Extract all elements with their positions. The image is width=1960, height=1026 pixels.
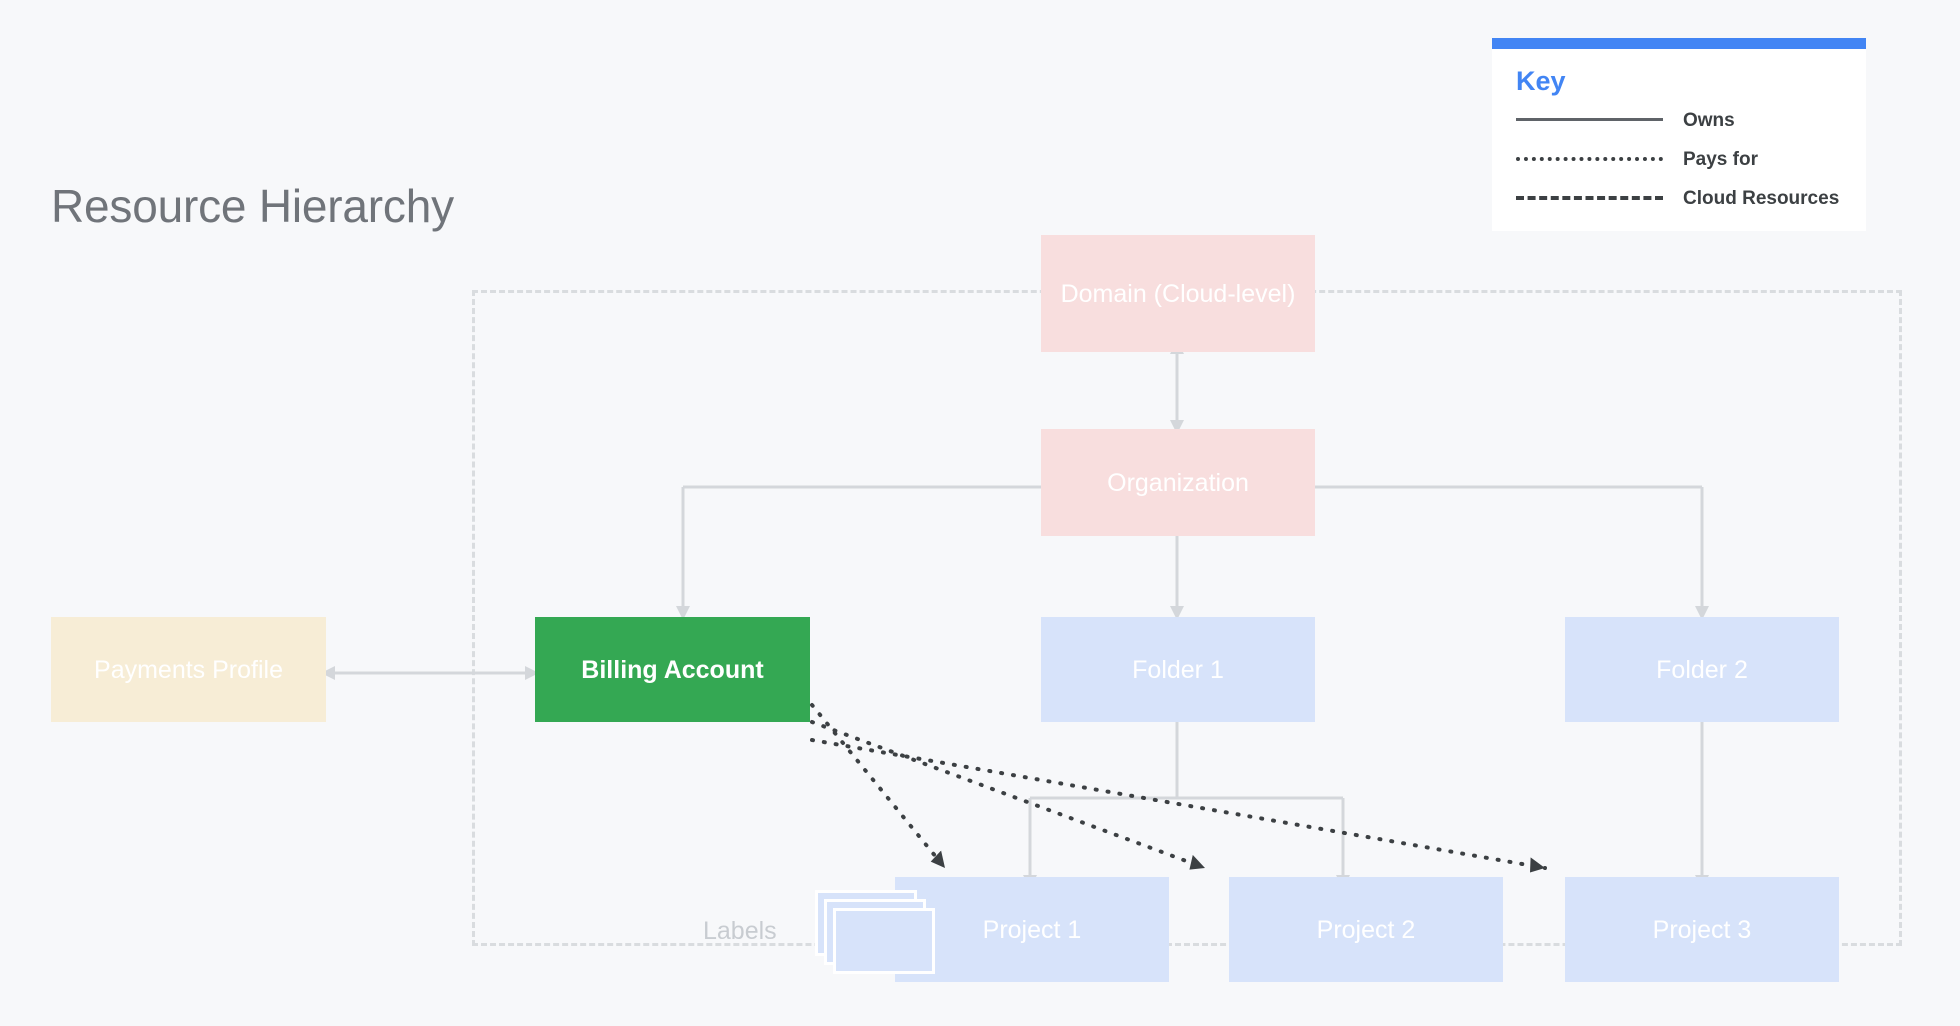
node-organization[interactable]: Organization [1041, 429, 1315, 536]
page-title: Resource Hierarchy [51, 180, 454, 232]
node-folder-2[interactable]: Folder 2 [1565, 617, 1839, 722]
node-organization-label: Organization [1107, 468, 1249, 497]
node-folder-1[interactable]: Folder 1 [1041, 617, 1315, 722]
labels-caption: Labels [703, 917, 777, 945]
label-card-front [833, 908, 935, 974]
legend-row-pays-for: Pays for [1516, 148, 1842, 174]
legend-panel: Key Owns Pays for Cloud Resources [1492, 38, 1866, 231]
legend-title: Key [1516, 66, 1566, 96]
node-project-2-label: Project 2 [1316, 915, 1416, 944]
node-folder-2-label: Folder 2 [1656, 655, 1748, 684]
node-folder-1-label: Folder 1 [1132, 655, 1224, 684]
node-project-1[interactable]: Project 1 [895, 877, 1169, 982]
legend-row-cloud-resources: Cloud Resources [1516, 187, 1842, 213]
node-project-2[interactable]: Project 2 [1229, 877, 1503, 982]
node-billing-account-label: Billing Account [581, 655, 764, 684]
node-project-3-label: Project 3 [1652, 915, 1752, 944]
legend-label-cloud-resources: Cloud Resources [1683, 187, 1840, 209]
node-payments-profile-label: Payments Profile [94, 655, 283, 684]
node-domain[interactable]: Domain (Cloud-level) [1041, 235, 1315, 352]
node-domain-label: Domain (Cloud-level) [1060, 279, 1296, 308]
node-billing-account[interactable]: Billing Account [535, 617, 810, 722]
node-project-3[interactable]: Project 3 [1565, 877, 1839, 982]
legend-row-owns: Owns [1516, 109, 1842, 135]
legend-label-owns: Owns [1683, 109, 1735, 131]
dashed-line-icon [1516, 187, 1663, 207]
node-payments-profile[interactable]: Payments Profile [51, 617, 326, 722]
solid-line-icon [1516, 109, 1663, 129]
node-project-1-label: Project 1 [982, 915, 1082, 944]
legend-label-pays-for: Pays for [1683, 148, 1758, 170]
dotted-line-icon [1516, 148, 1663, 168]
